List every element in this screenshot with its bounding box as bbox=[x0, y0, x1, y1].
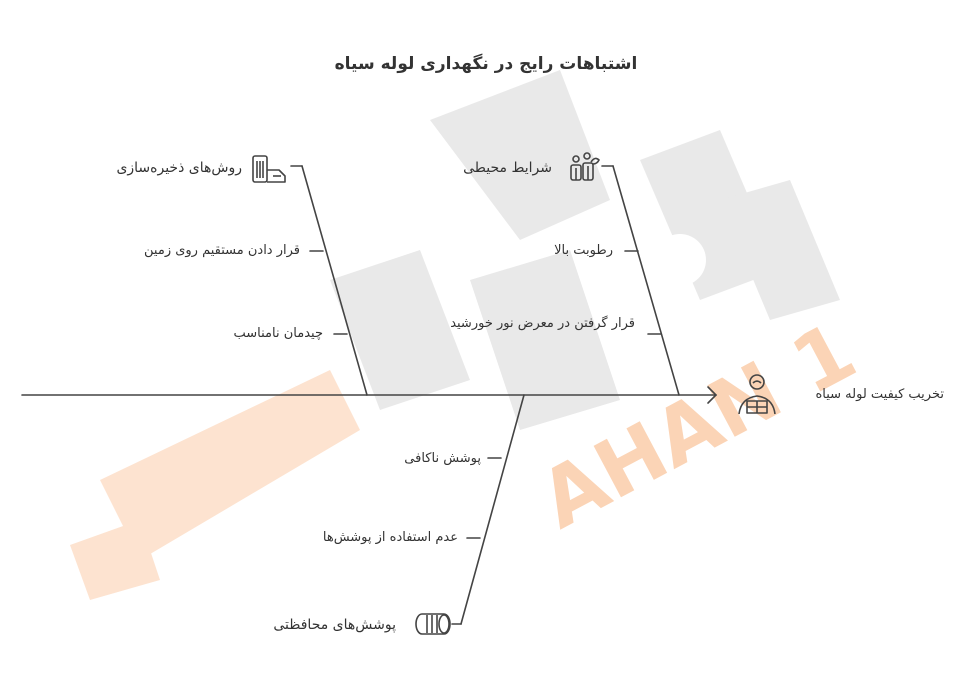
cause-coatings-2: عدم استفاده از پوشش‌ها bbox=[322, 530, 458, 545]
cause-storage-1: قرار دادن مستقیم روی زمین bbox=[144, 243, 300, 258]
cause-storage-2: چیدمان نامناسب bbox=[233, 326, 323, 341]
category-environment-label: شرایط محیطی bbox=[463, 160, 552, 176]
bone-storage bbox=[301, 165, 368, 396]
cause-environment-1: رطوبت بالا bbox=[554, 243, 613, 258]
cause-coatings-1: پوشش ناکافی bbox=[404, 451, 481, 466]
spine-arrowhead bbox=[707, 386, 718, 404]
diagram-title: اشتباهات رایج در نگهداری لوله سیاه bbox=[334, 54, 638, 74]
bone-environment bbox=[612, 165, 680, 396]
category-storage-label: روش‌های ذخیره‌سازی bbox=[116, 160, 242, 176]
bone-coatings bbox=[460, 394, 525, 625]
person-with-box-icon bbox=[738, 374, 776, 415]
category-coatings-label: پوشش‌های محافظتی bbox=[273, 617, 396, 633]
cause-environment-2: قرار گرفتن در معرض نور خورشید bbox=[450, 316, 635, 331]
effect-label: تخریب کیفیت لوله سیاه bbox=[815, 387, 944, 402]
cylinder-wrap-icon bbox=[415, 613, 451, 635]
building-icon bbox=[252, 155, 286, 183]
people-thinking-icon bbox=[570, 152, 600, 181]
